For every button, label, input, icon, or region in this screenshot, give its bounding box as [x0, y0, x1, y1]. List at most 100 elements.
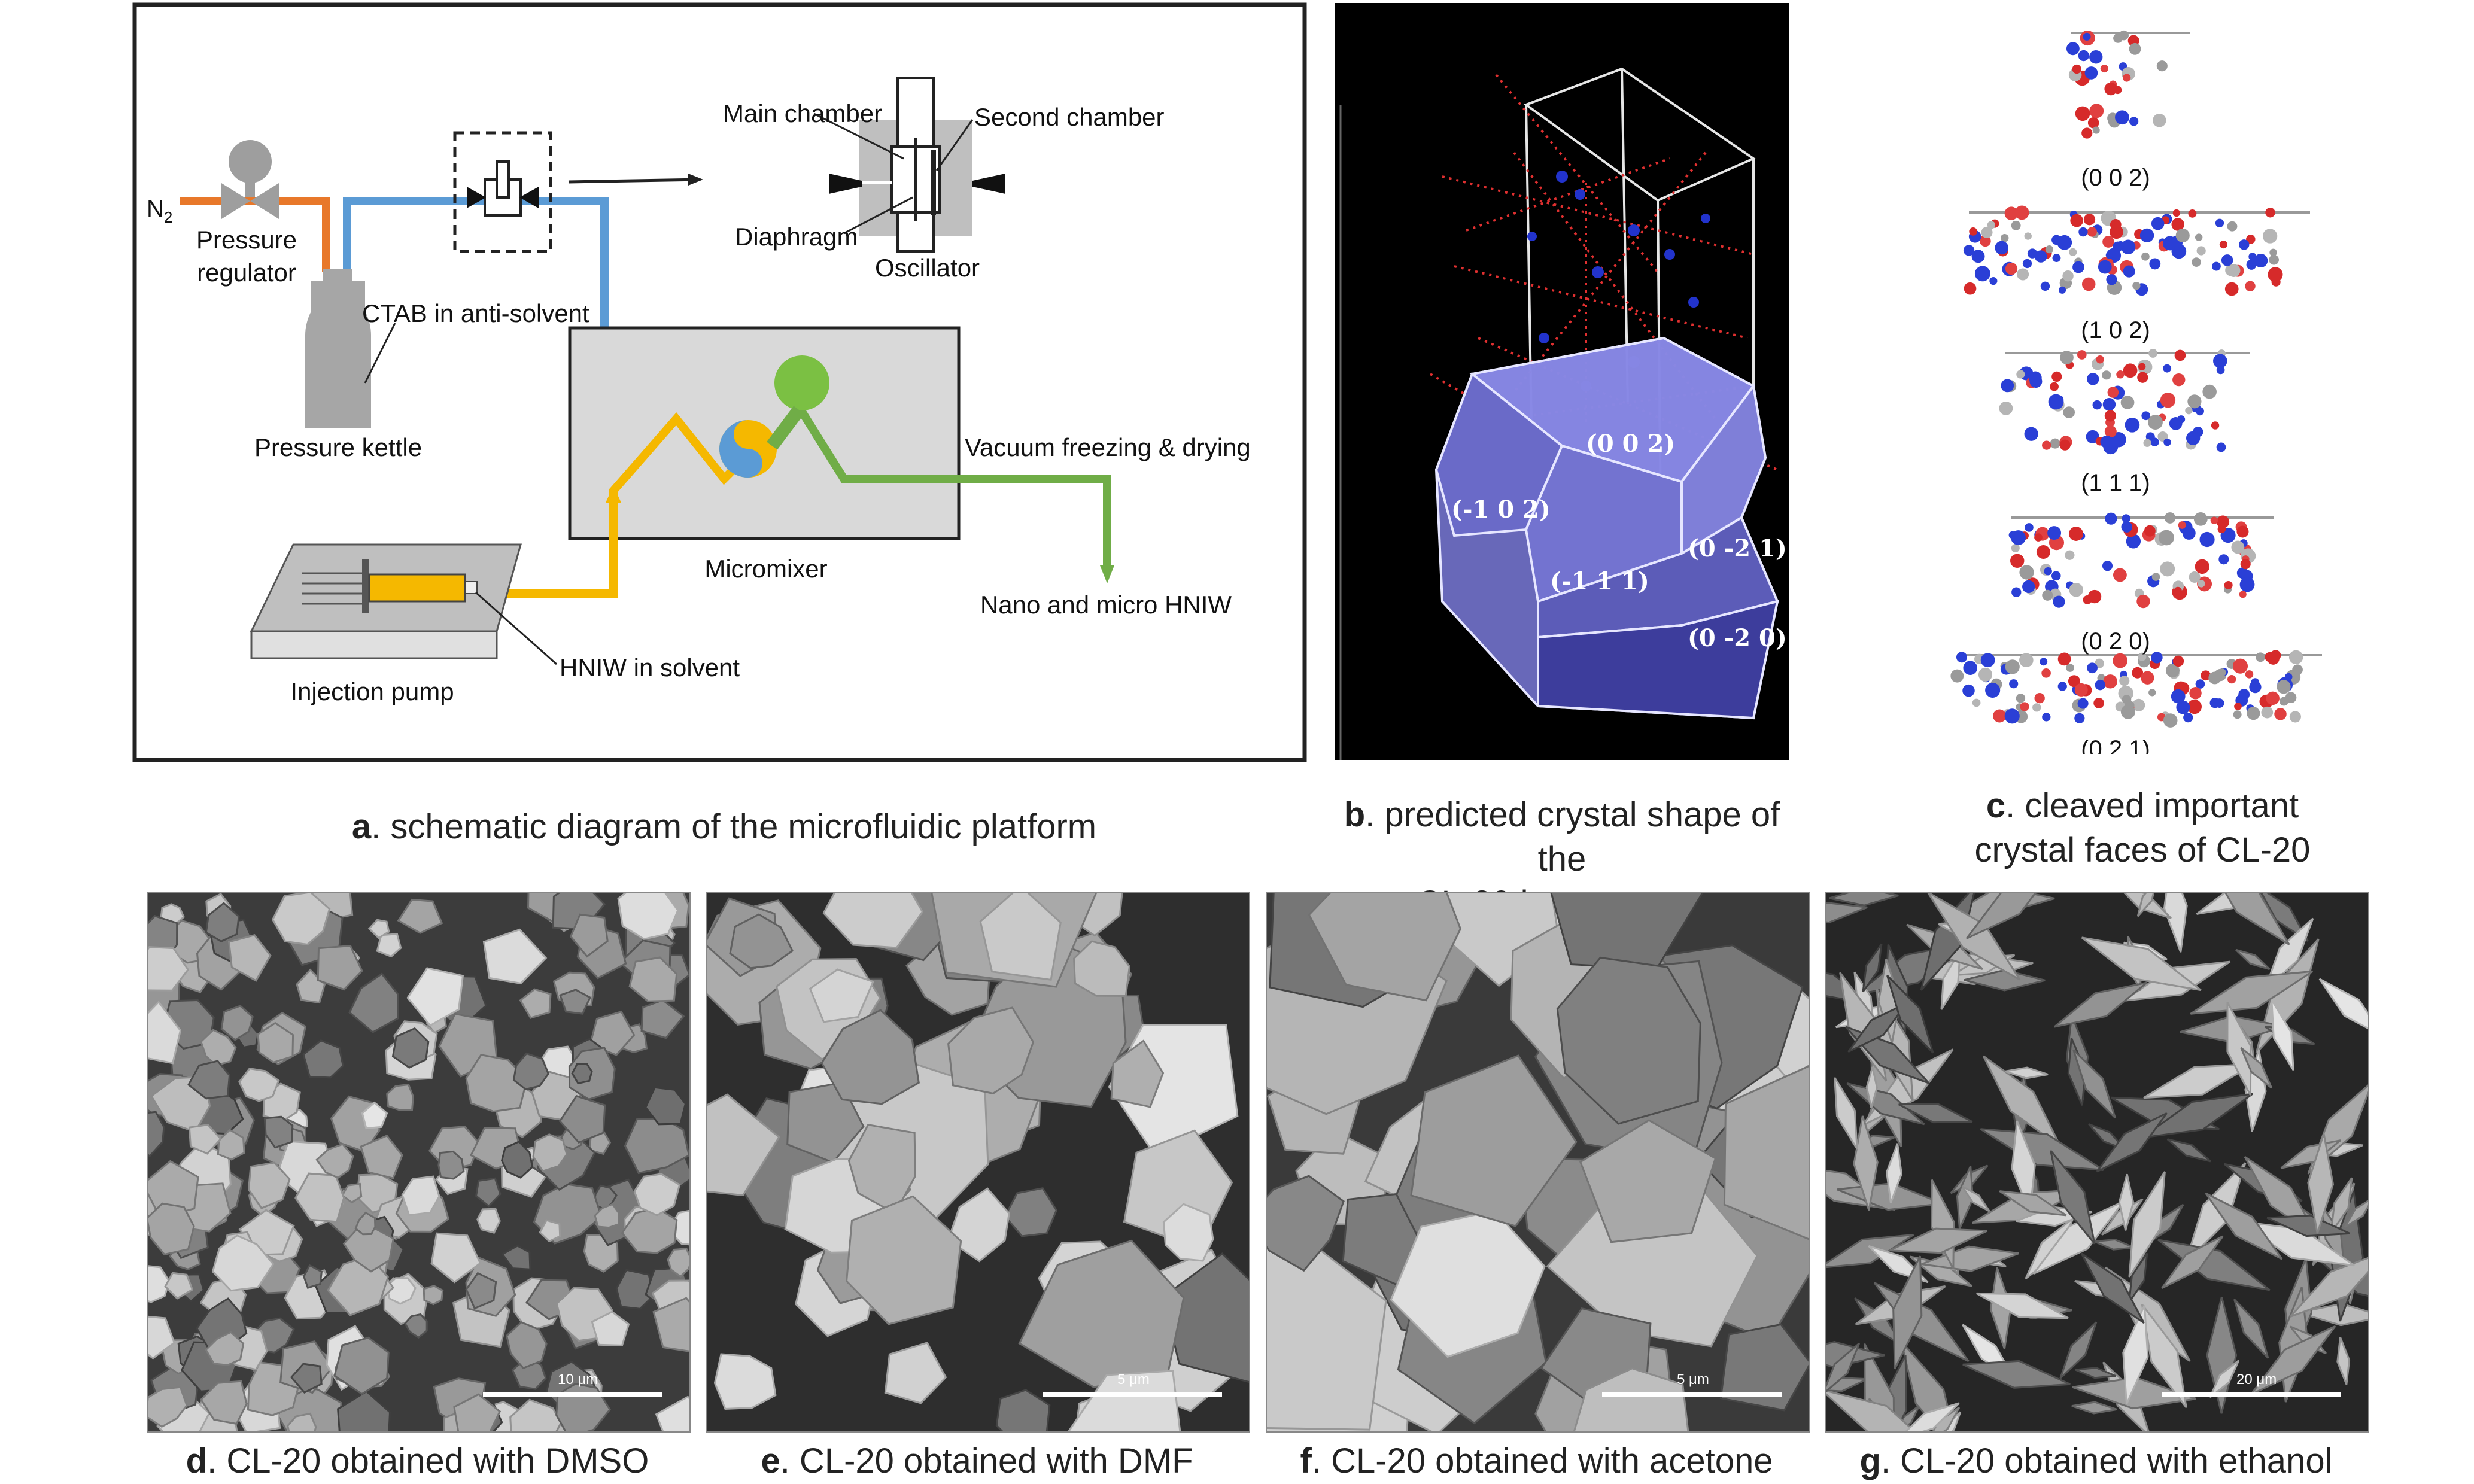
grain — [2141, 1303, 2187, 1409]
atom — [2087, 117, 2099, 129]
atom — [2022, 259, 2032, 269]
atom — [2210, 516, 2218, 524]
face-c-002: (0 0 2) — [2081, 165, 2150, 191]
grain — [2071, 1401, 2117, 1415]
grain — [257, 1021, 294, 1063]
hniw-solvent-label: HNIW in solvent — [560, 653, 740, 682]
grain — [348, 972, 400, 1033]
atom — [2116, 370, 2125, 379]
caption-e: e. CL-20 obtained with DMF — [761, 1442, 1193, 1480]
grain — [1921, 1245, 2020, 1272]
grain — [1829, 893, 1899, 907]
grain — [200, 1029, 237, 1066]
atom — [2149, 258, 2161, 270]
atom — [2239, 577, 2255, 592]
grain — [1989, 1267, 2012, 1349]
atom — [2239, 591, 2247, 598]
grain — [591, 1310, 630, 1346]
scale-bar-label: 10 μm — [558, 1372, 598, 1388]
atom — [2157, 431, 2168, 442]
atom — [2052, 254, 2061, 263]
grain — [148, 1315, 175, 1360]
vacuum-label: Vacuum freezing & drying — [965, 433, 1251, 461]
atom — [2104, 82, 2117, 96]
grain — [1110, 1039, 1165, 1108]
grain — [2136, 893, 2155, 917]
grain — [2271, 999, 2294, 1071]
atom — [2208, 671, 2221, 685]
atom — [2156, 60, 2168, 72]
grain — [1826, 1389, 1916, 1431]
grain — [1072, 940, 1130, 998]
grain — [1834, 1077, 1858, 1150]
panel-a: N2 Pressure regulator CTAB in anti-solve… — [0, 0, 1317, 772]
atom — [2016, 370, 2025, 379]
atom — [2163, 713, 2178, 728]
atom — [2019, 653, 2034, 668]
grain — [1904, 1402, 1960, 1431]
grain — [532, 1133, 568, 1172]
sem-image-dmf: 5 μm — [706, 892, 1250, 1433]
face-c-111: (1 1 1) — [2081, 470, 2150, 496]
panel-b: (0 0 2) (-1 0 2) (0 -2 1) (-1 1 1) (0 -2… — [1335, 3, 1789, 760]
grain — [633, 1173, 681, 1217]
atom — [2120, 396, 2135, 409]
atom — [2265, 208, 2275, 218]
grain — [1719, 1323, 1809, 1412]
grain — [247, 1161, 291, 1209]
grain — [1892, 1255, 1923, 1370]
atom — [2011, 587, 2022, 597]
atom — [2048, 394, 2064, 410]
grain — [1308, 893, 1462, 1002]
grain — [571, 1063, 593, 1085]
grain — [617, 893, 679, 940]
caption-g: g. CL-20 obtained with ethanol — [1859, 1442, 2333, 1480]
grain — [2122, 1304, 2149, 1404]
atom — [2044, 567, 2052, 576]
atom — [2123, 265, 2135, 278]
atom — [2195, 233, 2203, 241]
atom — [2218, 668, 2226, 677]
atom — [2022, 580, 2035, 594]
atom — [2141, 252, 2150, 261]
scale-bar-label: 5 μm — [1117, 1372, 1150, 1388]
atom — [2165, 664, 2180, 678]
atom — [2136, 594, 2150, 609]
atom — [2138, 652, 2147, 661]
grain — [333, 1336, 390, 1395]
face-label-111: (-1 1 1) — [1550, 567, 1649, 595]
atom — [2132, 667, 2144, 679]
atom — [2050, 382, 2059, 391]
grain — [2318, 978, 2368, 1030]
grain — [624, 1117, 689, 1175]
atom — [2160, 393, 2176, 408]
atom — [2063, 406, 2075, 418]
atom — [2125, 417, 2140, 433]
grain — [220, 1005, 254, 1041]
atom — [2106, 274, 2117, 285]
grain — [2157, 1239, 2271, 1291]
atom — [2289, 711, 2301, 723]
atom — [2249, 681, 2262, 694]
atom — [2020, 702, 2029, 711]
grain — [476, 1208, 501, 1234]
grain — [2224, 893, 2290, 945]
atom — [2172, 373, 2186, 387]
atom — [2113, 241, 2123, 252]
atom — [2245, 670, 2254, 679]
grain — [317, 945, 363, 991]
grain — [2163, 893, 2188, 953]
injection-pump-icon — [250, 543, 557, 665]
atom — [1963, 661, 1978, 676]
atom — [2209, 697, 2220, 708]
atom — [2171, 689, 2186, 704]
atom — [2163, 364, 2172, 373]
grain — [397, 898, 443, 934]
grain — [2344, 1200, 2368, 1228]
grain — [2190, 970, 2314, 1015]
molecule-face-021 — [1950, 650, 2322, 728]
atom — [2095, 679, 2106, 691]
grain — [1826, 1234, 1914, 1269]
face-label-021: (0 -2 1) — [1688, 534, 1787, 562]
grain — [337, 1390, 391, 1431]
